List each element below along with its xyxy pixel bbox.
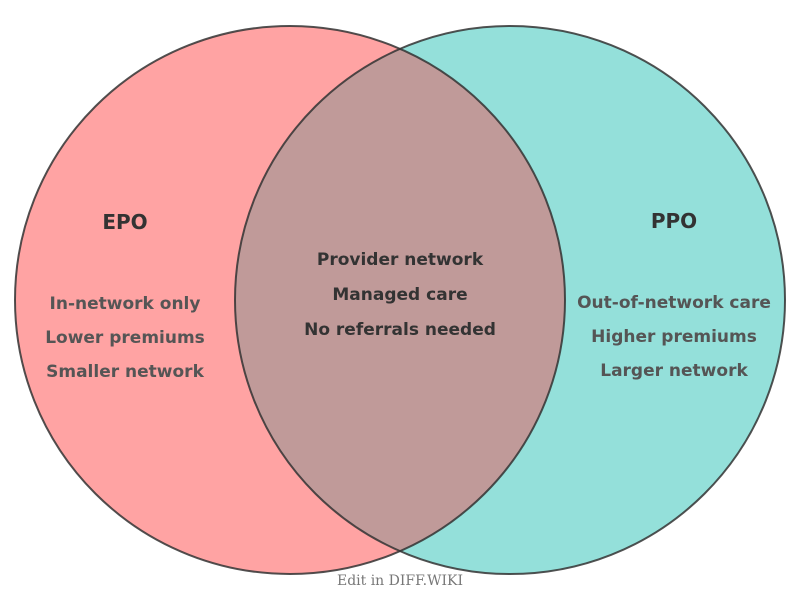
edit-link[interactable]: Edit in DIFF.WIKI — [337, 573, 463, 589]
ppo-item: Out-of-network care — [577, 293, 771, 313]
epo-circle-outline — [14, 25, 566, 575]
ppo-item: Higher premiums — [591, 327, 757, 347]
ppo-item: Larger network — [600, 361, 748, 381]
overlap-item: Provider network — [317, 250, 484, 270]
overlap-region — [235, 26, 565, 574]
epo-item: Smaller network — [46, 362, 204, 382]
ppo-title: PPO — [651, 209, 697, 233]
epo-title: EPO — [102, 210, 147, 234]
epo-item: In-network only — [50, 294, 201, 314]
overlap-item: Managed care — [332, 285, 467, 305]
ppo-circle-outline — [234, 25, 786, 575]
overlap-item: No referrals needed — [304, 320, 496, 340]
epo-item: Lower premiums — [45, 328, 205, 348]
